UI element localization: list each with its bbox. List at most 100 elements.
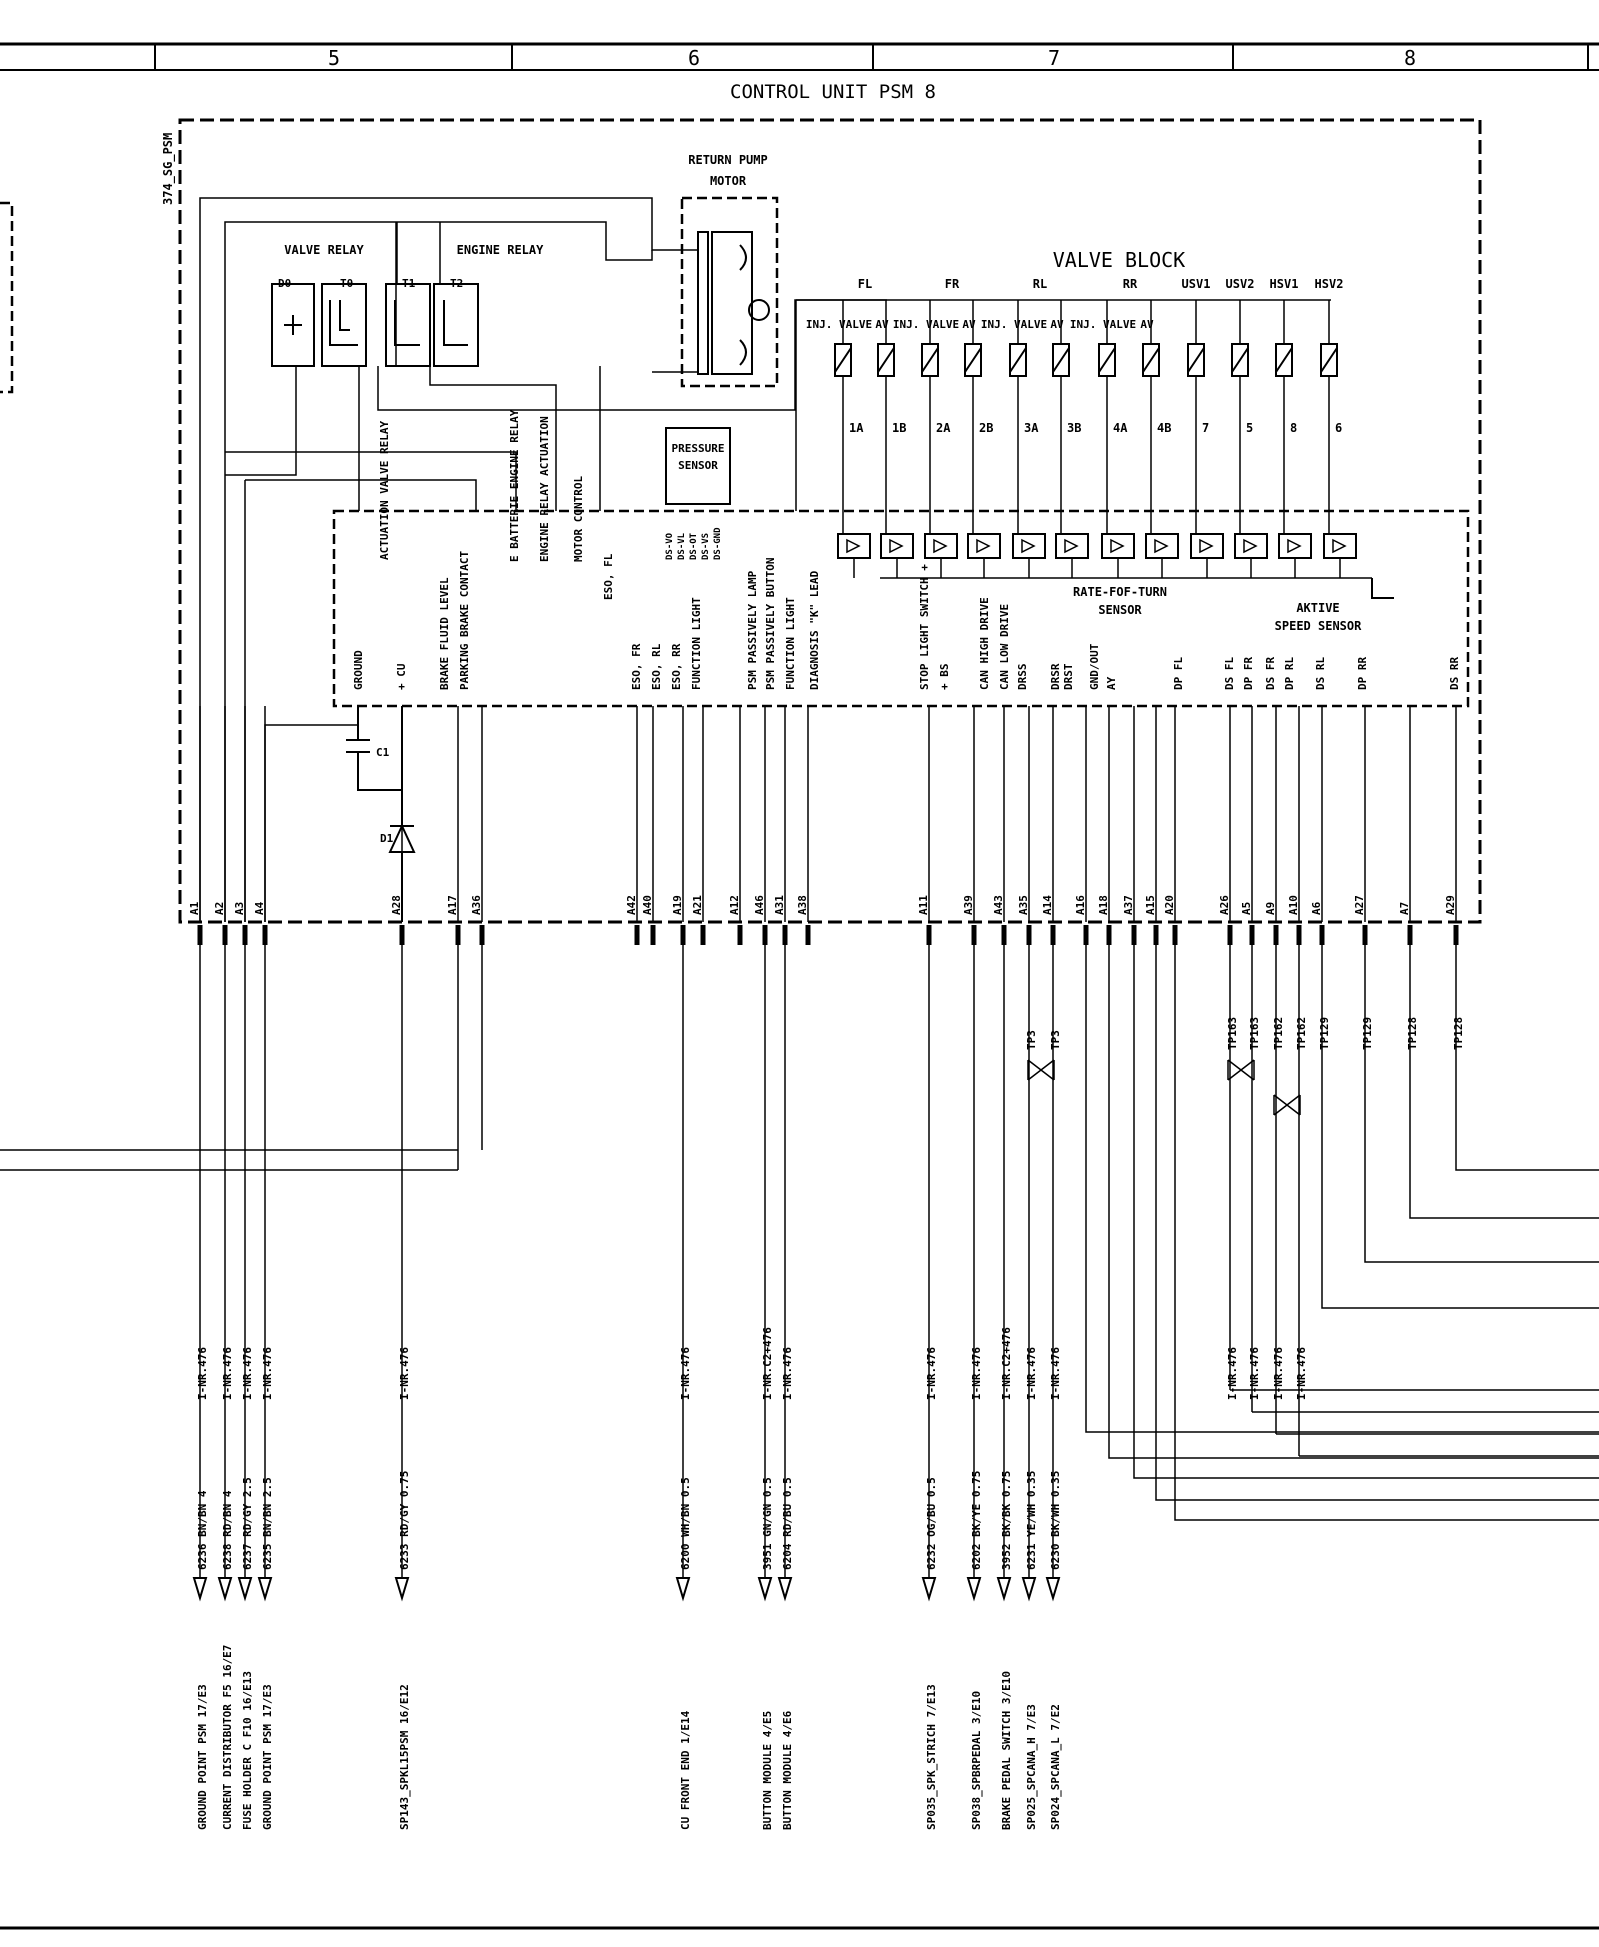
pin-label: A42: [625, 895, 638, 915]
wire-reference: I-NR.476: [261, 1347, 274, 1400]
valve-id-label: 2B: [979, 421, 993, 435]
wire-reference: I-NR.476: [1295, 1347, 1308, 1400]
pin-label: A20: [1163, 895, 1176, 915]
twisted-pair-marker: [1227, 1059, 1255, 1081]
wire-spec: 6230 BK/WH 0.35: [1049, 1471, 1062, 1570]
wire-destination: GROUND POINT PSM 17/E3: [261, 1684, 274, 1830]
driver-stage-triangle: [889, 538, 904, 554]
driver-stage: [1055, 533, 1089, 559]
solenoid-coil-diagonal: [1231, 347, 1249, 373]
pin-label: A35: [1017, 895, 1030, 915]
svg-text:DS-VS: DS-VS: [701, 533, 711, 560]
pin-label: A9: [1264, 902, 1277, 915]
column-number: 5: [328, 46, 340, 70]
pin-label: A1: [188, 901, 201, 915]
valve-group-label: HSV1: [1270, 277, 1299, 291]
valve-group-label: USV1: [1182, 277, 1211, 291]
internal-function-label: DP RR: [1356, 657, 1369, 690]
test-point-label: TP163: [1226, 1017, 1239, 1050]
wire-reference: I-NR.C2+476: [761, 1327, 774, 1400]
wire-reference: I-NR.C2+476: [1000, 1327, 1013, 1400]
wire-spec: 6237 RD/GY 2.5: [241, 1477, 254, 1570]
internal-function-label: DRSS: [1016, 664, 1029, 691]
test-point-label: TP3: [1025, 1030, 1038, 1050]
svg-text:RETURN PUMP: RETURN PUMP: [688, 153, 767, 167]
wire-terminal: [217, 1577, 233, 1602]
svg-text:DS-GND: DS-GND: [713, 527, 723, 560]
internal-function-label: ENGINE RELAY ACTUATION: [538, 416, 551, 562]
pin-label: A3: [233, 902, 246, 915]
solenoid-coil-diagonal: [1275, 347, 1293, 373]
wire-destination: BUTTON MODULE 4/E6: [781, 1710, 794, 1830]
valve-group-label: HSV2: [1315, 277, 1344, 291]
valve-group-label: RR: [1123, 277, 1138, 291]
pin-label: A37: [1122, 895, 1135, 915]
pressure-sensor: PRESSURE SENSOR DS-VO DS-VL DS-OT DS-VS …: [665, 427, 731, 560]
wire-destination: SP143_SPKL15PSM 16/E12: [398, 1684, 411, 1830]
wire-reference: I-NR.476: [1226, 1347, 1239, 1400]
wire-destination: FUSE HOLDER C F10 16/E13: [241, 1671, 254, 1830]
wire-terminal: [777, 1577, 793, 1602]
rate-of-turn-sensor-label: SENSOR: [1098, 603, 1142, 617]
valve-id-label: 4B: [1157, 421, 1171, 435]
wire-terminal: [996, 1577, 1012, 1602]
pin-label: A46: [753, 895, 766, 915]
wire-terminal: [966, 1577, 982, 1602]
valve-id-label: 5: [1246, 421, 1253, 435]
pin-label: A40: [641, 895, 654, 915]
valve-header-label: AV: [962, 318, 976, 331]
wire-destination: SP038_SPBRPEDAL 3/E10: [970, 1691, 983, 1830]
column-number: 8: [1404, 46, 1416, 70]
internal-function-label: BRAKE FLUID LEVEL: [438, 577, 451, 690]
internal-function-label: + CU: [395, 663, 408, 690]
internal-function-label: STOP LIGHT SWITCH +: [918, 564, 931, 690]
wire-reference: I-NR.476: [925, 1347, 938, 1400]
driver-stage: [1234, 533, 1268, 559]
valve-id-label: 4A: [1113, 421, 1128, 435]
solenoid-coil-diagonal: [1142, 347, 1160, 373]
wire-spec: 6200 WH/BN 0.5: [679, 1477, 692, 1570]
adjacent-component-outline: [0, 201, 14, 394]
svg-text:SENSOR: SENSOR: [678, 459, 718, 472]
column-number: 6: [688, 46, 700, 70]
wire-destination: SP024_SPCANA_L 7/E2: [1049, 1704, 1062, 1830]
wire-run: [1085, 945, 1599, 1433]
valve-id-label: 7: [1202, 421, 1209, 435]
wire-reference: I-NR.476: [1248, 1347, 1261, 1400]
internal-function-label: ESO, FR: [630, 643, 643, 690]
pin-label: A43: [992, 895, 1005, 915]
pin-label: A4: [253, 901, 266, 915]
pin-label: A27: [1353, 895, 1366, 915]
pin-label: A29: [1444, 895, 1457, 915]
wire-terminal: [257, 1577, 273, 1602]
svg-text:T0: T0: [340, 277, 353, 290]
valve-header-label: INJ. VALVE: [806, 318, 872, 331]
pin-label: A31: [773, 895, 786, 915]
pin-label: A28: [390, 895, 403, 915]
valve-id-label: 6: [1335, 421, 1342, 435]
driver-stage-triangle: [1332, 538, 1347, 554]
pin-label: A26: [1218, 895, 1231, 915]
wire-terminal: [1045, 1577, 1061, 1602]
solenoid-coil-diagonal: [1009, 347, 1027, 373]
svg-text:MOTOR: MOTOR: [710, 174, 747, 188]
wire-destination: CU FRONT END 1/E14: [679, 1710, 692, 1830]
internal-function-label: CAN LOW DRIVE: [998, 604, 1011, 690]
svg-text:PRESSURE: PRESSURE: [672, 442, 725, 455]
internal-function-label: ESO, FL: [602, 553, 615, 600]
pin-label: A6: [1310, 901, 1323, 915]
solenoid-coil-diagonal: [877, 347, 895, 373]
svg-text:T1: T1: [402, 277, 416, 290]
driver-stage-triangle: [1154, 538, 1169, 554]
valve-group-label: RL: [1033, 277, 1047, 291]
wire-terminal: [1021, 1577, 1037, 1602]
ground-symbol: [1371, 578, 1394, 599]
internal-function-label: E BATTERIE ENGINE RELAY: [508, 409, 521, 562]
wire-terminal: [237, 1577, 253, 1602]
driver-stage-triangle: [1199, 538, 1214, 554]
internal-function-label: ACTUATION VALVE RELAY: [378, 421, 391, 560]
wire-reference: I-NR.476: [1025, 1347, 1038, 1400]
inner-module-boundary: [332, 509, 1470, 708]
internal-function-label: ESO, RR: [670, 643, 683, 690]
